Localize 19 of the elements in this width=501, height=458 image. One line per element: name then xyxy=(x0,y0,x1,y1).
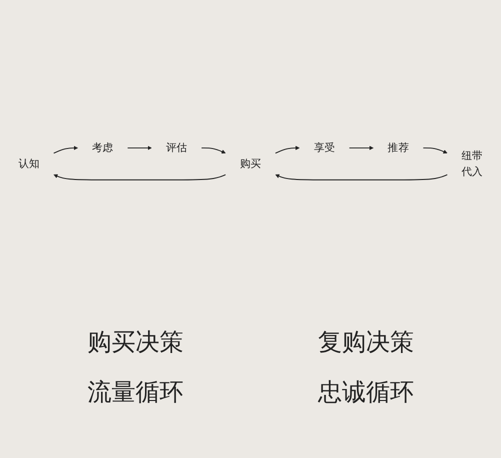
note-text: 复购决策 xyxy=(318,327,414,358)
arrow xyxy=(348,146,374,150)
node-text: 纽带 代入 xyxy=(462,150,483,178)
arrow xyxy=(201,148,226,154)
node-text: 推荐 xyxy=(388,142,409,154)
arrow xyxy=(127,146,152,150)
node-text: 认知 xyxy=(18,158,40,170)
note-text: 流量循环 xyxy=(87,377,184,408)
arrow xyxy=(275,174,448,180)
note-text: 购买决策 xyxy=(87,327,184,358)
arrow xyxy=(53,146,78,154)
arrow xyxy=(274,146,300,154)
arrow xyxy=(422,148,448,154)
node-text: 购买 xyxy=(240,158,262,170)
node-text: 评估 xyxy=(166,142,188,154)
arrow xyxy=(54,174,226,180)
note-text: 忠诚循环 xyxy=(318,377,414,408)
node-text: 考虑 xyxy=(92,142,114,154)
node-text: 享受 xyxy=(314,142,335,154)
